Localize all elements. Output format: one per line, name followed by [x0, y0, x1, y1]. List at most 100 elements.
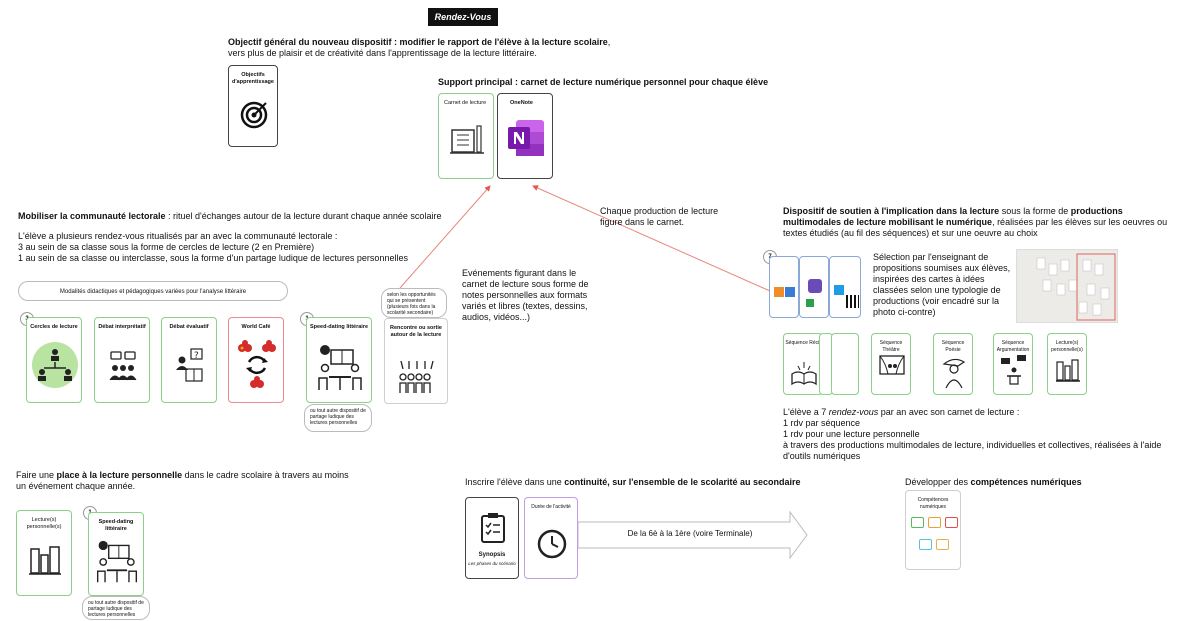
community-heading: Mobiliser la communauté lectorale : ritu… [18, 211, 478, 222]
digital-bold: compétences numériques [970, 477, 1082, 487]
seq-card-recit: Séquence Récit [783, 333, 823, 395]
personal-card-speed: Speed-dating littéraire [88, 512, 144, 596]
community-rest: : rituel d'échanges autour de la lecture… [165, 211, 442, 221]
world-cafe-icon [238, 340, 276, 388]
community-body: L'élève a plusieurs rendez-vous ritualis… [18, 231, 478, 264]
svg-text:?: ? [194, 351, 199, 361]
seq-card-poesie: Séquence Poésie [933, 333, 973, 395]
modalites-banner: Modalités didactiques et pédagogiques va… [18, 281, 288, 301]
seq-card-back-2 [831, 333, 859, 395]
rdv-italic: rendez-vous [828, 407, 879, 417]
duree-card: Durée de l'activité [524, 497, 578, 579]
onenote-card: OneNote [497, 93, 553, 179]
rdv-post: par an avec son carnet de lecture : [878, 407, 1020, 417]
support-right-mid: sous la forme de [999, 206, 1071, 216]
discussion-icon [109, 351, 137, 381]
rdv-pre: L'élève a 7 [783, 407, 829, 417]
bookshelf-icon-personal [29, 546, 61, 575]
page-title-badge: Rendez-Vous [428, 8, 498, 26]
speed-dating-icon [318, 345, 362, 390]
objectives-card: Objectifs d'apprentissage [228, 65, 278, 147]
idea-card-1-swatch2 [785, 287, 795, 297]
support-right-bold2: productions multimodales de lecture mobi… [783, 206, 1123, 227]
idea-card-2-swatch [808, 279, 822, 293]
personal-card-speed-label: Speed-dating littéraire [98, 519, 134, 532]
photo-cards-icon [1017, 250, 1117, 322]
notebook-icon [450, 125, 484, 154]
idea-card-3 [829, 256, 861, 318]
digital-icon-2 [928, 517, 941, 528]
clock-icon [537, 529, 567, 559]
rdv-line3: à travers des productions multimodales d… [783, 440, 1162, 461]
continuity-pre: Inscrire l'élève dans une [465, 477, 565, 487]
support-right-bold1: Dispositif de soutien à l'implication da… [783, 206, 1000, 216]
digital-icon-4 [919, 539, 932, 550]
community-p1: L'élève a plusieurs rendez-vous ritualis… [18, 231, 338, 241]
events-note: Evénements figurant dans le carnet de le… [462, 268, 589, 322]
arrow-events-to-carnet [399, 185, 491, 289]
objectives-card-label: Objectifs d'apprentissage [232, 72, 274, 85]
digital-icon-5 [936, 539, 949, 550]
digital-icon-1 [911, 517, 924, 528]
clipboard-icon [481, 513, 505, 543]
idea-card-1 [769, 256, 799, 318]
digital-text: Développer des compétences numériques [905, 477, 1125, 488]
idea-cards-stack [769, 256, 863, 320]
bubble-other-device: ou tout autre dispositif de partage ludi… [304, 404, 372, 432]
carnet-note: Chaque production de lecture figure dans… [600, 206, 719, 227]
bookshelf-icon [1056, 359, 1080, 382]
support-right-rest: , réalisées par les élèves sur les oeuvr… [783, 217, 1168, 238]
personal-card-lecture: Lecture(s) personnelle(s) [16, 510, 72, 596]
seq-card-poesie-label: Séquence Poésie [941, 340, 965, 353]
seq-card-lecture-label: Lecture(s) personnelle(s) [1051, 340, 1083, 353]
digital-icon-3 [945, 517, 958, 528]
card-speed-dating-label: Speed-dating littéraire [309, 324, 369, 330]
community-p3: 1 au sein de sa classe ou interclasse, s… [18, 253, 408, 263]
personal-bold: place à la lecture personnelle [56, 470, 183, 480]
objective-line2: vers plus de plaisir et de créativité da… [228, 48, 537, 58]
seq-card-theatre: Séquence Théâtre [871, 333, 911, 395]
objective-text: Objectif général du nouveau dispositif :… [228, 37, 648, 59]
continuity-text: Inscrire l'élève dans une continuité, su… [465, 477, 825, 488]
selection-text: Sélection par l'enseignant de propositio… [873, 252, 1011, 317]
target-icon [240, 101, 268, 129]
idea-card-2-swatch2 [806, 299, 814, 307]
card-debat-evaluatif: Débat évaluatif ? [161, 317, 217, 403]
carnet-card: Carnet de lecture [438, 93, 494, 179]
continuity-arrow-label: De la 6è à la 1ère (voire Terminale) [627, 529, 753, 538]
onenote-icon [508, 120, 544, 156]
seq-card-lecture-perso: Lecture(s) personnelle(s) [1047, 333, 1087, 395]
community-bold: Mobiliser la communauté lectorale [18, 211, 166, 221]
objective-bold: Objectif général du nouveau dispositif :… [228, 37, 608, 47]
bubble-opportunities: selon les opportunités qui se présentent… [381, 288, 447, 318]
duree-card-label: Durée de l'activité [531, 504, 571, 510]
idea-card-2 [799, 256, 829, 318]
seq-card-theatre-label: Séquence Théâtre [879, 340, 903, 353]
digital-card-label: Compétences numériques [917, 497, 949, 510]
card-debat-eval-label: Débat évaluatif [169, 324, 209, 330]
objective-rest: , [607, 37, 611, 47]
rdv-line2: 1 rdv pour une lecture personnelle [783, 429, 920, 439]
support-heading: Support principal : carnet de lecture nu… [438, 77, 769, 87]
idea-card-1-swatch [774, 287, 784, 297]
rdv-line0: L'élève a 7 rendez-vous par an avec son … [783, 407, 1183, 418]
personal-pre: Faire une [16, 470, 57, 480]
audience-icon [399, 360, 434, 393]
community-p2: 3 au sein de sa classe sous la forme de … [18, 242, 315, 252]
personal-bubble: ou tout autre dispositif de partage ludi… [82, 596, 150, 620]
card-cercles-label: Cercles de lecture [30, 324, 78, 330]
synopsis-card: Synopsis Les phases du scénario [465, 497, 519, 579]
card-speed-dating: Speed-dating littéraire [306, 317, 372, 403]
qr-code-icon [846, 295, 859, 308]
rdv-line1: 1 rdv par séquence [783, 418, 861, 428]
speed-dating-icon-personal [96, 540, 138, 583]
card-rencontre-label: Rencontre ou sortie autour de la lecture [390, 325, 442, 338]
card-cercles: Cercles de lecture [26, 317, 82, 403]
digital-icon-grid [911, 517, 958, 557]
card-debat-interpretatif: Débat interprétatif [94, 317, 150, 403]
onenote-card-label: OneNote [510, 100, 533, 106]
network-icon [32, 342, 78, 388]
seq-card-argumentation: Séquence Argumentation [993, 333, 1033, 395]
open-book-icon [791, 362, 817, 386]
